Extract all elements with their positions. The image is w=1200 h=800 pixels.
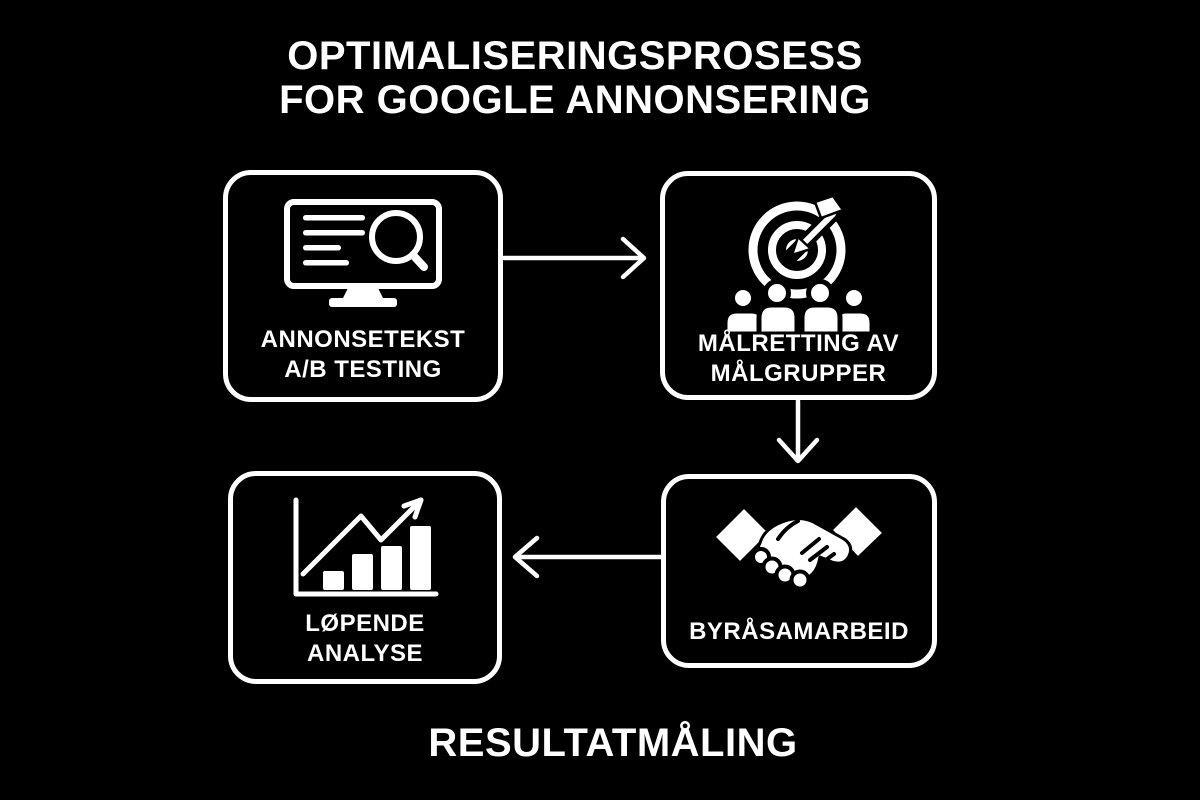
footer-label: RESULTATMÅLING [428,721,798,765]
step-label-line: ANNONSETEKST [260,326,466,353]
step-label-line: A/B TESTING [284,356,442,383]
step-box-malretting-av-malgrupper: MÅLRETTING AV MÅLGRUPPER [660,171,937,400]
step-label-line: LØPENDE [305,610,425,637]
target-audience-icon [722,194,874,334]
step-box-annonsetekst-ab-testing: ANNONSETEKST A/B TESTING [223,170,503,402]
title-line-2: FOR GOOGLE ANNONSERING [279,78,871,122]
step-label-line: MÅLRETTING AV [697,330,900,357]
arrow-left-icon [512,535,663,579]
growth-chart-icon [293,497,439,597]
monitor-search-icon [284,199,442,307]
step-label: ANNONSETEKST A/B TESTING [228,325,498,385]
diagram-title: OPTIMALISERINGSPROSESS FOR GOOGLE ANNONS… [0,34,1150,122]
title-line-1: OPTIMALISERINGSPROSESS [287,34,863,78]
step-box-byrasamarbeid: BYRÅSAMARBEID [661,474,937,668]
handshake-icon [712,503,886,591]
arrow-right-icon [502,236,647,280]
step-label: BYRÅSAMARBEID [666,617,932,647]
step-label-line: BYRÅSAMARBEID [689,618,909,645]
step-label-line: MÅLGRUPPER [710,360,887,387]
arrow-down-icon [776,399,820,464]
step-label: MÅLRETTING AV MÅLGRUPPER [665,329,932,389]
step-box-lopende-analyse: LØPENDE ANALYSE [228,471,502,684]
step-label: LØPENDE ANALYSE [233,609,497,669]
step-label-line: ANALYSE [307,640,423,667]
